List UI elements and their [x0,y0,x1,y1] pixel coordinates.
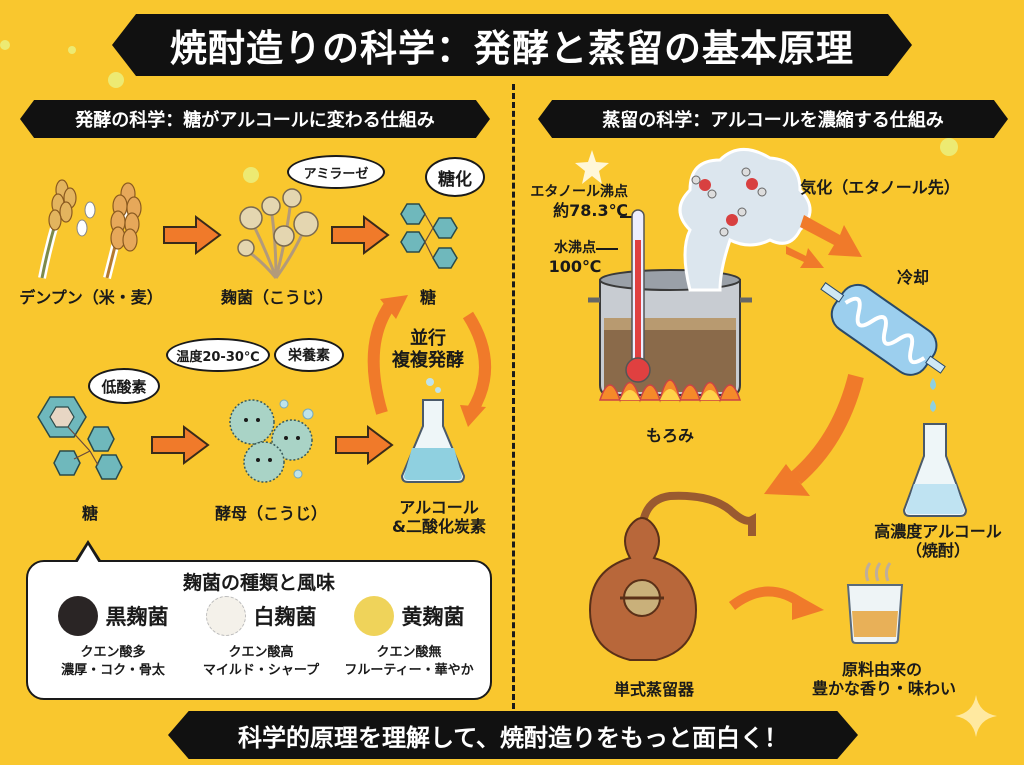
sugar-molecule-icon [400,203,458,269]
arrow-right-curved-icon [728,586,824,620]
black-koji-icon [57,596,98,636]
koji-type-white: 白麹菌 クエン酸高 マイルド・シャープ [186,596,336,680]
sparkle-icon [955,695,997,737]
koji-types-title: 麹菌の種類と風味 [182,572,335,594]
alcohol-co2-label: アルコール &二酸化炭素 [392,498,486,537]
saccharification-bubble: 糖化 [425,157,485,197]
droplets-icon [930,378,936,412]
yeast-label: 酵母（こうじ） [214,504,327,523]
decor-dot [940,138,958,156]
aroma-label: 原料由来の 豊かな香り・味わい [812,660,957,699]
koji-mold-icon [237,188,319,279]
koji-type-black: 黒麹菌 クエン酸多 濃厚・コク・骨太 [38,596,188,680]
vaporize-label: 気化（エタノール先） [800,178,960,197]
pot-still-label: 単式蒸留器 [613,680,694,699]
high-alcohol-label: 高濃度アルコール （焼酎） [874,522,1002,561]
koji-type-yellow: 黄麹菌 クエン酸無 フルーティー・華やか [334,596,484,680]
temperature-bubble: 温度20-30℃ [166,338,270,372]
arrow-right-icon [335,425,394,465]
sparkle-icon [575,150,609,184]
low-oxygen-bubble: 低酸素 [88,368,160,404]
section-divider [512,84,515,709]
arrow-down-left-icon [764,374,864,496]
mash-pot-icon [588,209,752,403]
leader-line [596,248,618,250]
starch-label: デンプン（米・麦） [19,288,163,307]
flask-icon [400,378,466,483]
card-pointer-inner [77,545,99,563]
water-boiling-point: 水沸点 100℃ [548,240,602,276]
arrow-down-right-icon [800,215,862,257]
cycle-arrows-icon [367,295,492,427]
ethanol-boiling-point: エタノール沸点 約78.3℃ [530,184,628,220]
steam-cloud-icon [678,148,812,292]
sugar-label-top: 糖 [419,288,436,307]
decor-dot [68,46,76,54]
yeast-icon [229,399,314,483]
arrow-right-icon [151,425,210,465]
arrow-right-icon [163,215,222,255]
cooling-label: 冷却 [896,268,929,287]
pot-still-icon [588,491,756,661]
white-koji-icon [205,596,246,636]
flask-icon [902,423,968,517]
footer-banner: 科学的原理を理解して、焼酎造りをもっと面白く！ [168,711,858,759]
amylase-bubble: アミラーゼ [287,155,385,189]
sugar-molecule-icon [37,396,123,480]
distillation-heading: 蒸留の科学：アルコールを濃縮する仕組み [538,100,1008,138]
shochu-glass-icon [846,562,904,644]
decor-dot [108,72,124,88]
page-title: 焼酎造りの科学：発酵と蒸留の基本原理 [112,14,912,76]
arrow-down-right-icon [786,246,824,268]
parallel-fermentation-label: 並行 複複発酵 [392,328,464,371]
decor-dot [0,40,10,50]
leader-line [620,216,634,218]
decor-dot [243,167,259,183]
condenser-icon [820,282,946,376]
rice-wheat-icon [38,179,142,279]
koji-types-card: 麹菌の種類と風味 黒麹菌 クエン酸多 濃厚・コク・骨太 白麹菌 クエン酸高 マイ… [26,560,492,700]
sugar-label-bottom: 糖 [81,504,98,523]
moromi-label: もろみ [645,426,694,445]
nutrients-bubble: 栄養素 [274,338,344,372]
yellow-koji-icon [353,596,394,636]
koji-label: 麹菌（こうじ） [220,288,333,307]
fermentation-heading: 発酵の科学：糖がアルコールに変わる仕組み [20,100,490,138]
arrow-right-icon [331,215,390,255]
